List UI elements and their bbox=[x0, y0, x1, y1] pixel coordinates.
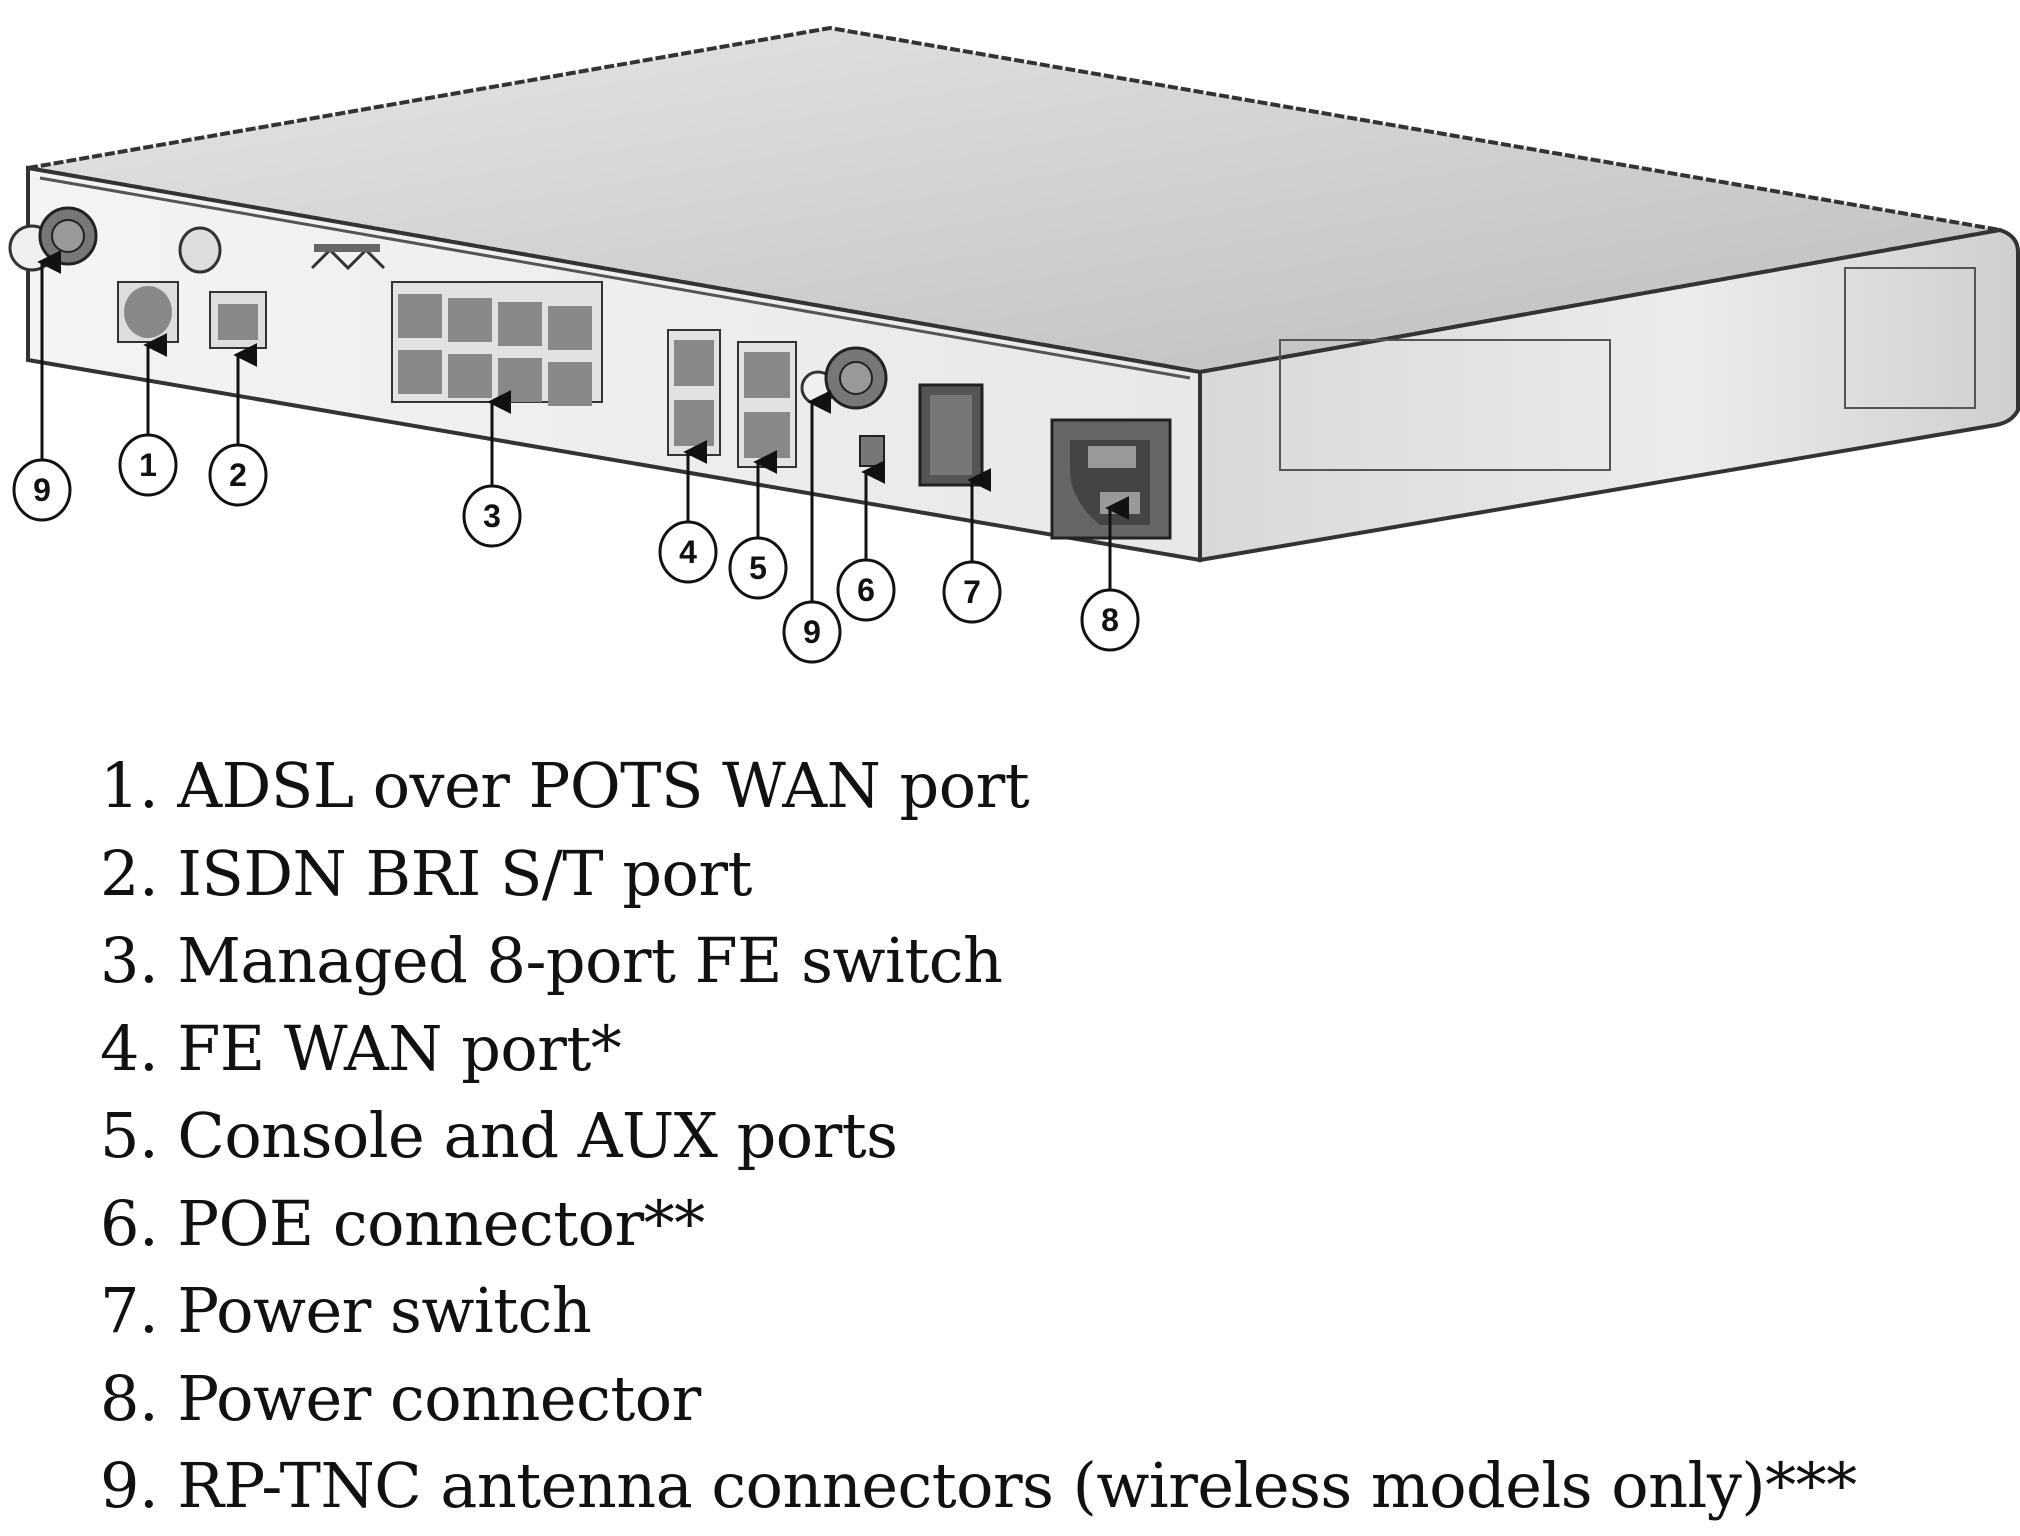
legend-number: 9. bbox=[100, 1449, 159, 1522]
legend-number: 6. bbox=[100, 1186, 159, 1260]
legend-label: Power switch bbox=[177, 1274, 592, 1347]
legend-item: 4. FE WAN port* bbox=[100, 1005, 1857, 1093]
legend-number: 2. bbox=[100, 836, 159, 910]
isdn-port bbox=[209, 291, 267, 349]
legend-label: Console and AUX ports bbox=[177, 1099, 898, 1172]
router-rear-panel-figure: 9 1 2 3 4 5 9 6 7 8 bbox=[0, 0, 2020, 680]
brand-logo bbox=[310, 244, 386, 271]
legend-item: 2. ISDN BRI S/T port bbox=[100, 830, 1857, 918]
legend-label: Managed 8-port FE switch bbox=[177, 924, 1003, 997]
callout-2: 2 bbox=[229, 457, 247, 493]
legend-number: 3. bbox=[100, 924, 159, 997]
callout-5: 5 bbox=[749, 550, 767, 586]
callout-3: 3 bbox=[483, 498, 501, 534]
component-legend: 1. ADSL over POTS WAN port 2. ISDN BRI S… bbox=[100, 742, 1857, 1530]
antenna-connector-left bbox=[8, 206, 98, 272]
legend-label: POE connector** bbox=[177, 1186, 705, 1260]
legend-label: ADSL over POTS WAN port bbox=[177, 749, 1030, 822]
legend-item: 3. Managed 8-port FE switch bbox=[100, 917, 1857, 1005]
legend-item: 7. Power switch bbox=[100, 1267, 1857, 1355]
legend-label: FE WAN port* bbox=[177, 1011, 622, 1085]
legend-number: 5. bbox=[100, 1099, 159, 1172]
fe-switch-ports bbox=[391, 281, 603, 406]
legend-item: 6. POE connector** bbox=[100, 1180, 1857, 1268]
legend-item: 5. Console and AUX ports bbox=[100, 1092, 1857, 1180]
side-vents bbox=[1279, 267, 1976, 471]
legend-label: ISDN BRI S/T port bbox=[177, 836, 752, 910]
callouts bbox=[12, 250, 1140, 664]
chassis-front bbox=[26, 165, 1202, 563]
legend-item: 9. RP-TNC antenna connectors (wireless m… bbox=[100, 1442, 1857, 1530]
legend-number: 1. bbox=[100, 749, 159, 822]
legend-item: 1. ADSL over POTS WAN port bbox=[100, 742, 1857, 830]
legend-label: RP-TNC antenna connectors (wireless mode… bbox=[177, 1449, 1857, 1522]
poe-connector bbox=[859, 435, 885, 467]
callout-9-center: 9 bbox=[803, 614, 821, 650]
adsl-port bbox=[117, 281, 179, 343]
callout-4: 4 bbox=[679, 534, 697, 570]
legend-number: 8. bbox=[100, 1361, 159, 1435]
legend-label: Power connector bbox=[177, 1361, 701, 1435]
power-switch bbox=[918, 383, 984, 487]
fe-wan-port bbox=[667, 329, 721, 456]
callout-6: 6 bbox=[857, 572, 875, 608]
ground-badge bbox=[178, 226, 222, 274]
chassis-top bbox=[27, 25, 2001, 375]
legend-number: 4. bbox=[100, 1011, 159, 1085]
antenna-connector-center bbox=[800, 346, 888, 410]
callout-7: 7 bbox=[963, 574, 981, 610]
console-aux-ports bbox=[737, 341, 797, 468]
legend-item: 8. Power connector bbox=[100, 1355, 1857, 1443]
callout-9-left: 9 bbox=[33, 472, 51, 508]
callout-1: 1 bbox=[139, 447, 157, 483]
legend-number: 7. bbox=[100, 1274, 159, 1347]
callout-8: 8 bbox=[1101, 602, 1119, 638]
